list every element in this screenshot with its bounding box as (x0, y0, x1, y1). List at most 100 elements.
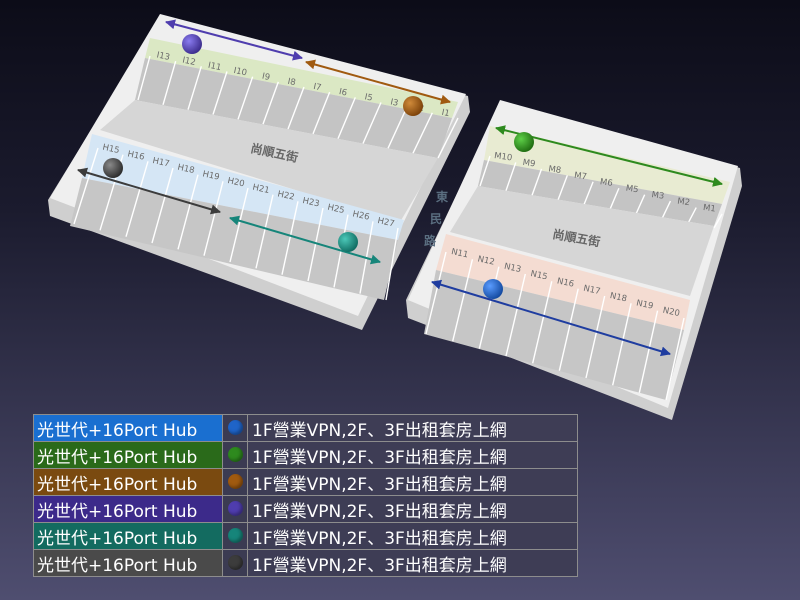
unit-divider (212, 71, 228, 115)
legend-hub-name: 光世代+16Port Hub (33, 468, 223, 496)
unit-divider (187, 66, 203, 110)
unit-divider (665, 317, 685, 401)
teal-hub-marker (338, 232, 358, 252)
legend-description: 1F營業VPN,2F、3F出租套房上網 (247, 549, 578, 577)
i-row-front (135, 58, 452, 158)
purple-hub-marker (182, 34, 202, 54)
unit-label-i9: I9 (261, 72, 271, 83)
blue-dot-icon (227, 420, 243, 436)
unit-label-m5: M5 (625, 184, 639, 196)
legend-row: 光世代+16Port Hub 1F營業VPN,2F、3F出租套房上網 (33, 495, 578, 523)
unit-label-h25: H25 (326, 203, 345, 216)
unit-label-h27: H27 (376, 216, 395, 229)
green-coverage-arrow (495, 125, 723, 187)
purple-coverage-arrow (165, 19, 303, 61)
unit-label-n11: N11 (450, 247, 469, 260)
unit-divider (661, 200, 672, 219)
legend-hub-name: 光世代+16Port Hub (33, 522, 223, 550)
legend-color-cell (222, 414, 248, 442)
blue-coverage-arrow (431, 279, 671, 357)
hub-markers (103, 34, 534, 299)
unit-label-n13: N13 (503, 262, 522, 275)
green-dot-icon (227, 447, 243, 463)
legend-hub-name: 光世代+16Port Hub (33, 495, 223, 523)
i-row-dividers (137, 55, 459, 159)
unit-label-m6: M6 (599, 177, 613, 189)
legend-color-cell (222, 522, 248, 550)
unit-divider (137, 55, 151, 101)
orange-hub-marker (403, 96, 423, 116)
unit-divider (237, 76, 254, 120)
unit-label-h22: H22 (276, 189, 295, 202)
legend-row: 光世代+16Port Hub 1F營業VPN,2F、3F出租套房上網 (33, 468, 578, 496)
gray-hub-marker (103, 158, 123, 178)
unit-label-m9: M9 (522, 158, 536, 170)
teal-coverage-arrow (229, 215, 381, 265)
legend-color-cell (222, 441, 248, 469)
orange-dot-icon (227, 474, 243, 490)
legend-color-cell (222, 468, 248, 496)
road-char-3: 路 (424, 233, 437, 248)
legend-row: 光世代+16Port Hub 1F營業VPN,2F、3F出租套房上網 (33, 441, 578, 469)
unit-divider (412, 112, 433, 154)
legend-color-cell (222, 549, 248, 577)
legend-hub-name: 光世代+16Port Hub (33, 414, 223, 442)
unit-divider (635, 194, 646, 215)
gray-coverage-arrow (77, 167, 221, 215)
unit-divider (262, 81, 279, 125)
unit-divider (687, 207, 697, 224)
unit-label-m3: M3 (651, 190, 665, 202)
legend-description: 1F營業VPN,2F、3F出租套房上網 (247, 468, 578, 496)
unit-divider (385, 227, 399, 301)
right-street (450, 186, 714, 296)
legend-description: 1F營業VPN,2F、3F出租套房上網 (247, 522, 578, 550)
unit-label-h21: H21 (251, 183, 270, 196)
orange-coverage-arrow (305, 59, 451, 105)
unit-divider (479, 155, 491, 187)
unit-label-h17: H17 (151, 156, 170, 169)
legend-description: 1F營業VPN,2F、3F出租套房上網 (247, 495, 578, 523)
road-name: 東 民 路 (424, 189, 448, 248)
unit-label-h20: H20 (226, 176, 245, 189)
purple-dot-icon (227, 501, 243, 517)
unit-divider (287, 86, 305, 130)
green-hub-marker (514, 132, 534, 152)
unit-label-i8: I8 (287, 77, 297, 88)
unit-divider (609, 187, 620, 210)
unit-label-n12: N12 (477, 254, 496, 267)
legend-description: 1F營業VPN,2F、3F出租套房上網 (247, 414, 578, 442)
unit-label-i1: I1 (441, 108, 451, 119)
legend-row: 光世代+16Port Hub 1F營業VPN,2F、3F出租套房上網 (33, 549, 578, 577)
legend-description: 1F營業VPN,2F、3F出租套房上網 (247, 441, 578, 469)
legend-row: 光世代+16Port Hub 1F營業VPN,2F、3F出租套房上網 (33, 522, 578, 550)
legend-hub-name: 光世代+16Port Hub (33, 549, 223, 577)
unit-label-m1: M1 (702, 203, 716, 215)
legend-hub-name: 光世代+16Port Hub (33, 441, 223, 469)
gray-dot-icon (227, 555, 243, 571)
teal-dot-icon (227, 528, 243, 544)
hub-coverage-arrows (77, 19, 723, 357)
unit-divider (713, 213, 723, 229)
unit-label-m7: M7 (573, 171, 587, 183)
legend-row: 光世代+16Port Hub 1F營業VPN,2F、3F出租套房上網 (33, 414, 578, 442)
unit-label-h23: H23 (301, 196, 320, 209)
unit-label-m8: M8 (548, 164, 562, 176)
road-char-2: 民 (430, 212, 442, 226)
unit-label-m2: M2 (677, 197, 691, 209)
road-char-1: 東 (436, 189, 448, 204)
unit-divider (437, 117, 459, 159)
legend-color-cell (222, 495, 248, 523)
unit-label-n15: N15 (530, 269, 549, 282)
blue-hub-marker (483, 279, 503, 299)
left-street (100, 100, 438, 222)
unit-label-i11: I11 (207, 61, 222, 74)
unit-label-h15: H15 (101, 143, 120, 156)
unit-divider (362, 102, 382, 144)
h-row-band (82, 134, 404, 240)
unit-divider (387, 107, 408, 149)
unit-divider (162, 60, 177, 106)
unit-label-h16: H16 (126, 149, 145, 162)
unit-label-i10: I10 (233, 66, 248, 79)
